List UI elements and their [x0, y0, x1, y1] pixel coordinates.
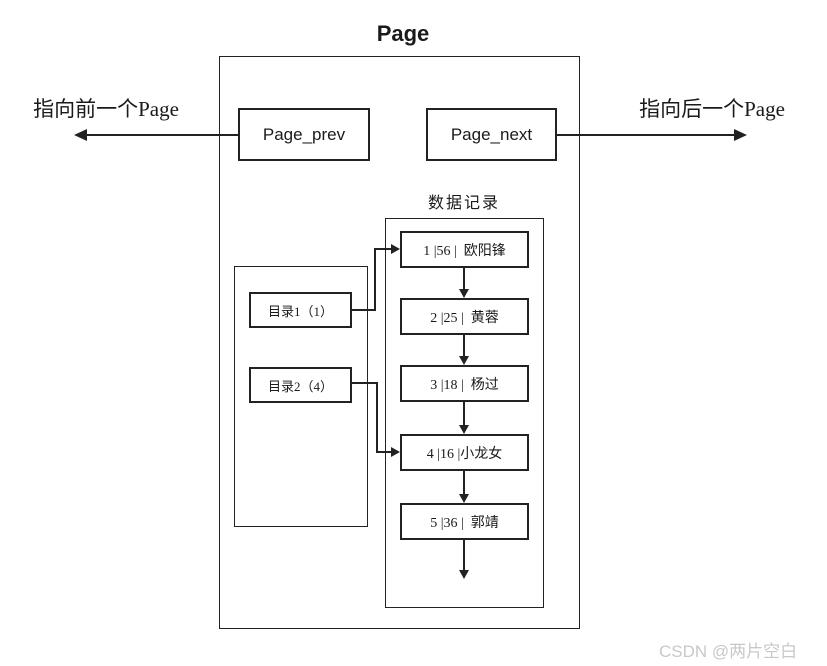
- records-heading: 数据记录: [427, 195, 500, 212]
- record-link-arrowhead-icon: [459, 289, 469, 298]
- record-text: 4 |16 |小龙女: [426, 446, 503, 462]
- page-next-box: Page_next: [426, 108, 557, 161]
- record-box-2: 2 |25 | 黄蓉: [400, 298, 529, 335]
- record-text: 5 |36 | 郭靖: [430, 515, 499, 531]
- record-link-line: [463, 268, 465, 290]
- page-next-label: Page_next: [450, 124, 533, 144]
- directory-label: 目录1（1）: [267, 303, 333, 319]
- prev-pointer-line: [86, 134, 238, 136]
- page-prev-box: Page_prev: [238, 108, 370, 161]
- record-link-arrowhead-icon: [459, 425, 469, 434]
- prev-annotation: 指向前一个Page: [33, 97, 179, 121]
- record-link-line: [463, 335, 465, 357]
- record-box-5: 5 |36 | 郭靖: [400, 503, 529, 540]
- page-prev-label: Page_prev: [262, 124, 346, 144]
- directory-label: 目录2（4）: [267, 378, 333, 394]
- record-link-arrowhead-icon: [459, 570, 469, 579]
- directory-item-1: 目录1（1）: [249, 292, 352, 328]
- directory-item-2: 目录2（4）: [249, 367, 352, 403]
- next-pointer-line: [557, 134, 735, 136]
- record-link-arrowhead-icon: [459, 494, 469, 503]
- records-container: [385, 218, 544, 608]
- watermark: CSDN @两片空白: [659, 642, 798, 661]
- record-box-1: 1 |56 | 欧阳锋: [400, 231, 529, 268]
- directory-container: [234, 266, 368, 527]
- dir2-connector-line: [376, 382, 378, 453]
- prev-arrowhead-icon: [74, 129, 87, 141]
- dir2-connector-line: [376, 451, 392, 453]
- record-text: 3 |18 | 杨过: [430, 377, 499, 393]
- record-text: 1 |56 | 欧阳锋: [423, 243, 506, 259]
- next-arrowhead-icon: [734, 129, 747, 141]
- record-link-line: [463, 402, 465, 426]
- next-annotation: 指向后一个Page: [639, 97, 785, 121]
- record-text: 2 |25 | 黄蓉: [430, 310, 499, 326]
- record-link-arrowhead-icon: [459, 356, 469, 365]
- page-title: Page: [376, 21, 430, 46]
- dir1-connector-line: [374, 248, 392, 250]
- dir1-connector-line: [352, 309, 376, 311]
- dir1-connector-line: [374, 248, 376, 311]
- record-link-line: [463, 540, 465, 571]
- record-box-3: 3 |18 | 杨过: [400, 365, 529, 402]
- dir1-connector-arrowhead-icon: [391, 244, 400, 254]
- record-link-line: [463, 471, 465, 495]
- dir2-connector-line: [352, 382, 378, 384]
- page-outer-box: [219, 56, 580, 629]
- dir2-connector-arrowhead-icon: [391, 447, 400, 457]
- record-box-4: 4 |16 |小龙女: [400, 434, 529, 471]
